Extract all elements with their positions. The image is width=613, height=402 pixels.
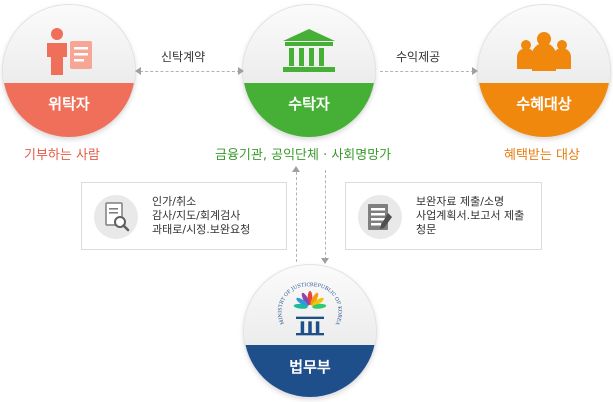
ministry-actions-icon-bg (94, 195, 138, 239)
trustee-obligations-box: 보완자료 제출/소명 사업계획서.보고서 제출 청문 (345, 182, 542, 250)
ministry-action-line-3: 과태로/시정.보완요청 (152, 223, 251, 236)
trust-contract-arrow-left (135, 67, 141, 75)
beneficiary-node: 수혜대상 (478, 5, 610, 137)
profit-provision-arrow-right (472, 67, 478, 75)
trustor-node: 위탁자 (3, 5, 135, 137)
beneficiary-node-band (478, 83, 610, 137)
trust-contract-line (140, 71, 240, 72)
ministry-action-line-1: 인가/취소 (152, 195, 197, 208)
trustee-obligation-line-1: 보완자료 제출/소명 (416, 195, 505, 208)
ministry-node: MINISTRY OF JUSTICE REPUBLIC OF KOREA 법무… (244, 265, 376, 397)
reporting-arrow-down (321, 258, 329, 264)
trustor-node-band (3, 83, 135, 137)
trustee-obligation-line-2: 사업계획서.보고서 제출 (416, 209, 525, 222)
justice-scale-emblem-icon: MINISTRY OF JUSTICE REPUBLIC OF KOREA (275, 277, 343, 336)
document-magnifier-icon (105, 202, 130, 232)
trustee-node-band (243, 83, 375, 137)
trustee-obligations-text: 보완자료 제출/소명 사업계획서.보고서 제출 청문 (416, 195, 524, 237)
beneficiary-caption: 혜택받는 대상 (504, 148, 580, 163)
trustor-caption: 기부하는 사람 (24, 148, 100, 163)
trust-contract-label: 신탁계약 (161, 50, 206, 64)
reporting-line (325, 170, 326, 260)
profit-provision-line (380, 71, 474, 72)
trustee-caption: 금융기관, 공익단체 · 사회명망가 (215, 148, 392, 163)
trustee-obligations-icon-bg (358, 195, 402, 239)
ministry-action-line-2: 감사/지도/회계검사 (152, 209, 241, 222)
trust-contract-arrow-right (238, 67, 244, 75)
trustor-node-top (3, 5, 135, 83)
ministry-label: 법무부 (289, 358, 331, 376)
ministry-actions-box: 인가/취소 감사/지도/회계검사 과태로/시정.보완요청 (81, 182, 287, 250)
person-document-icon (47, 28, 92, 75)
beneficiary-label: 수혜대상 (516, 95, 572, 113)
government-building-icon (283, 29, 335, 72)
trustee-obligation-line-3: 청문 (416, 223, 437, 236)
trustor-label: 위탁자 (48, 95, 90, 113)
group-people-icon (517, 32, 571, 71)
supervision-arrow-up (292, 166, 300, 172)
profit-provision-label: 수익제공 (396, 50, 441, 64)
ministry-actions-text: 인가/취소 감사/지도/회계검사 과태로/시정.보완요청 (152, 195, 250, 237)
document-list-pen-icon (368, 204, 392, 230)
trustee-node: 수탁자 (243, 5, 375, 137)
trustee-label: 수탁자 (288, 95, 330, 113)
ministry-node-band (244, 345, 376, 397)
supervision-line (296, 172, 297, 262)
